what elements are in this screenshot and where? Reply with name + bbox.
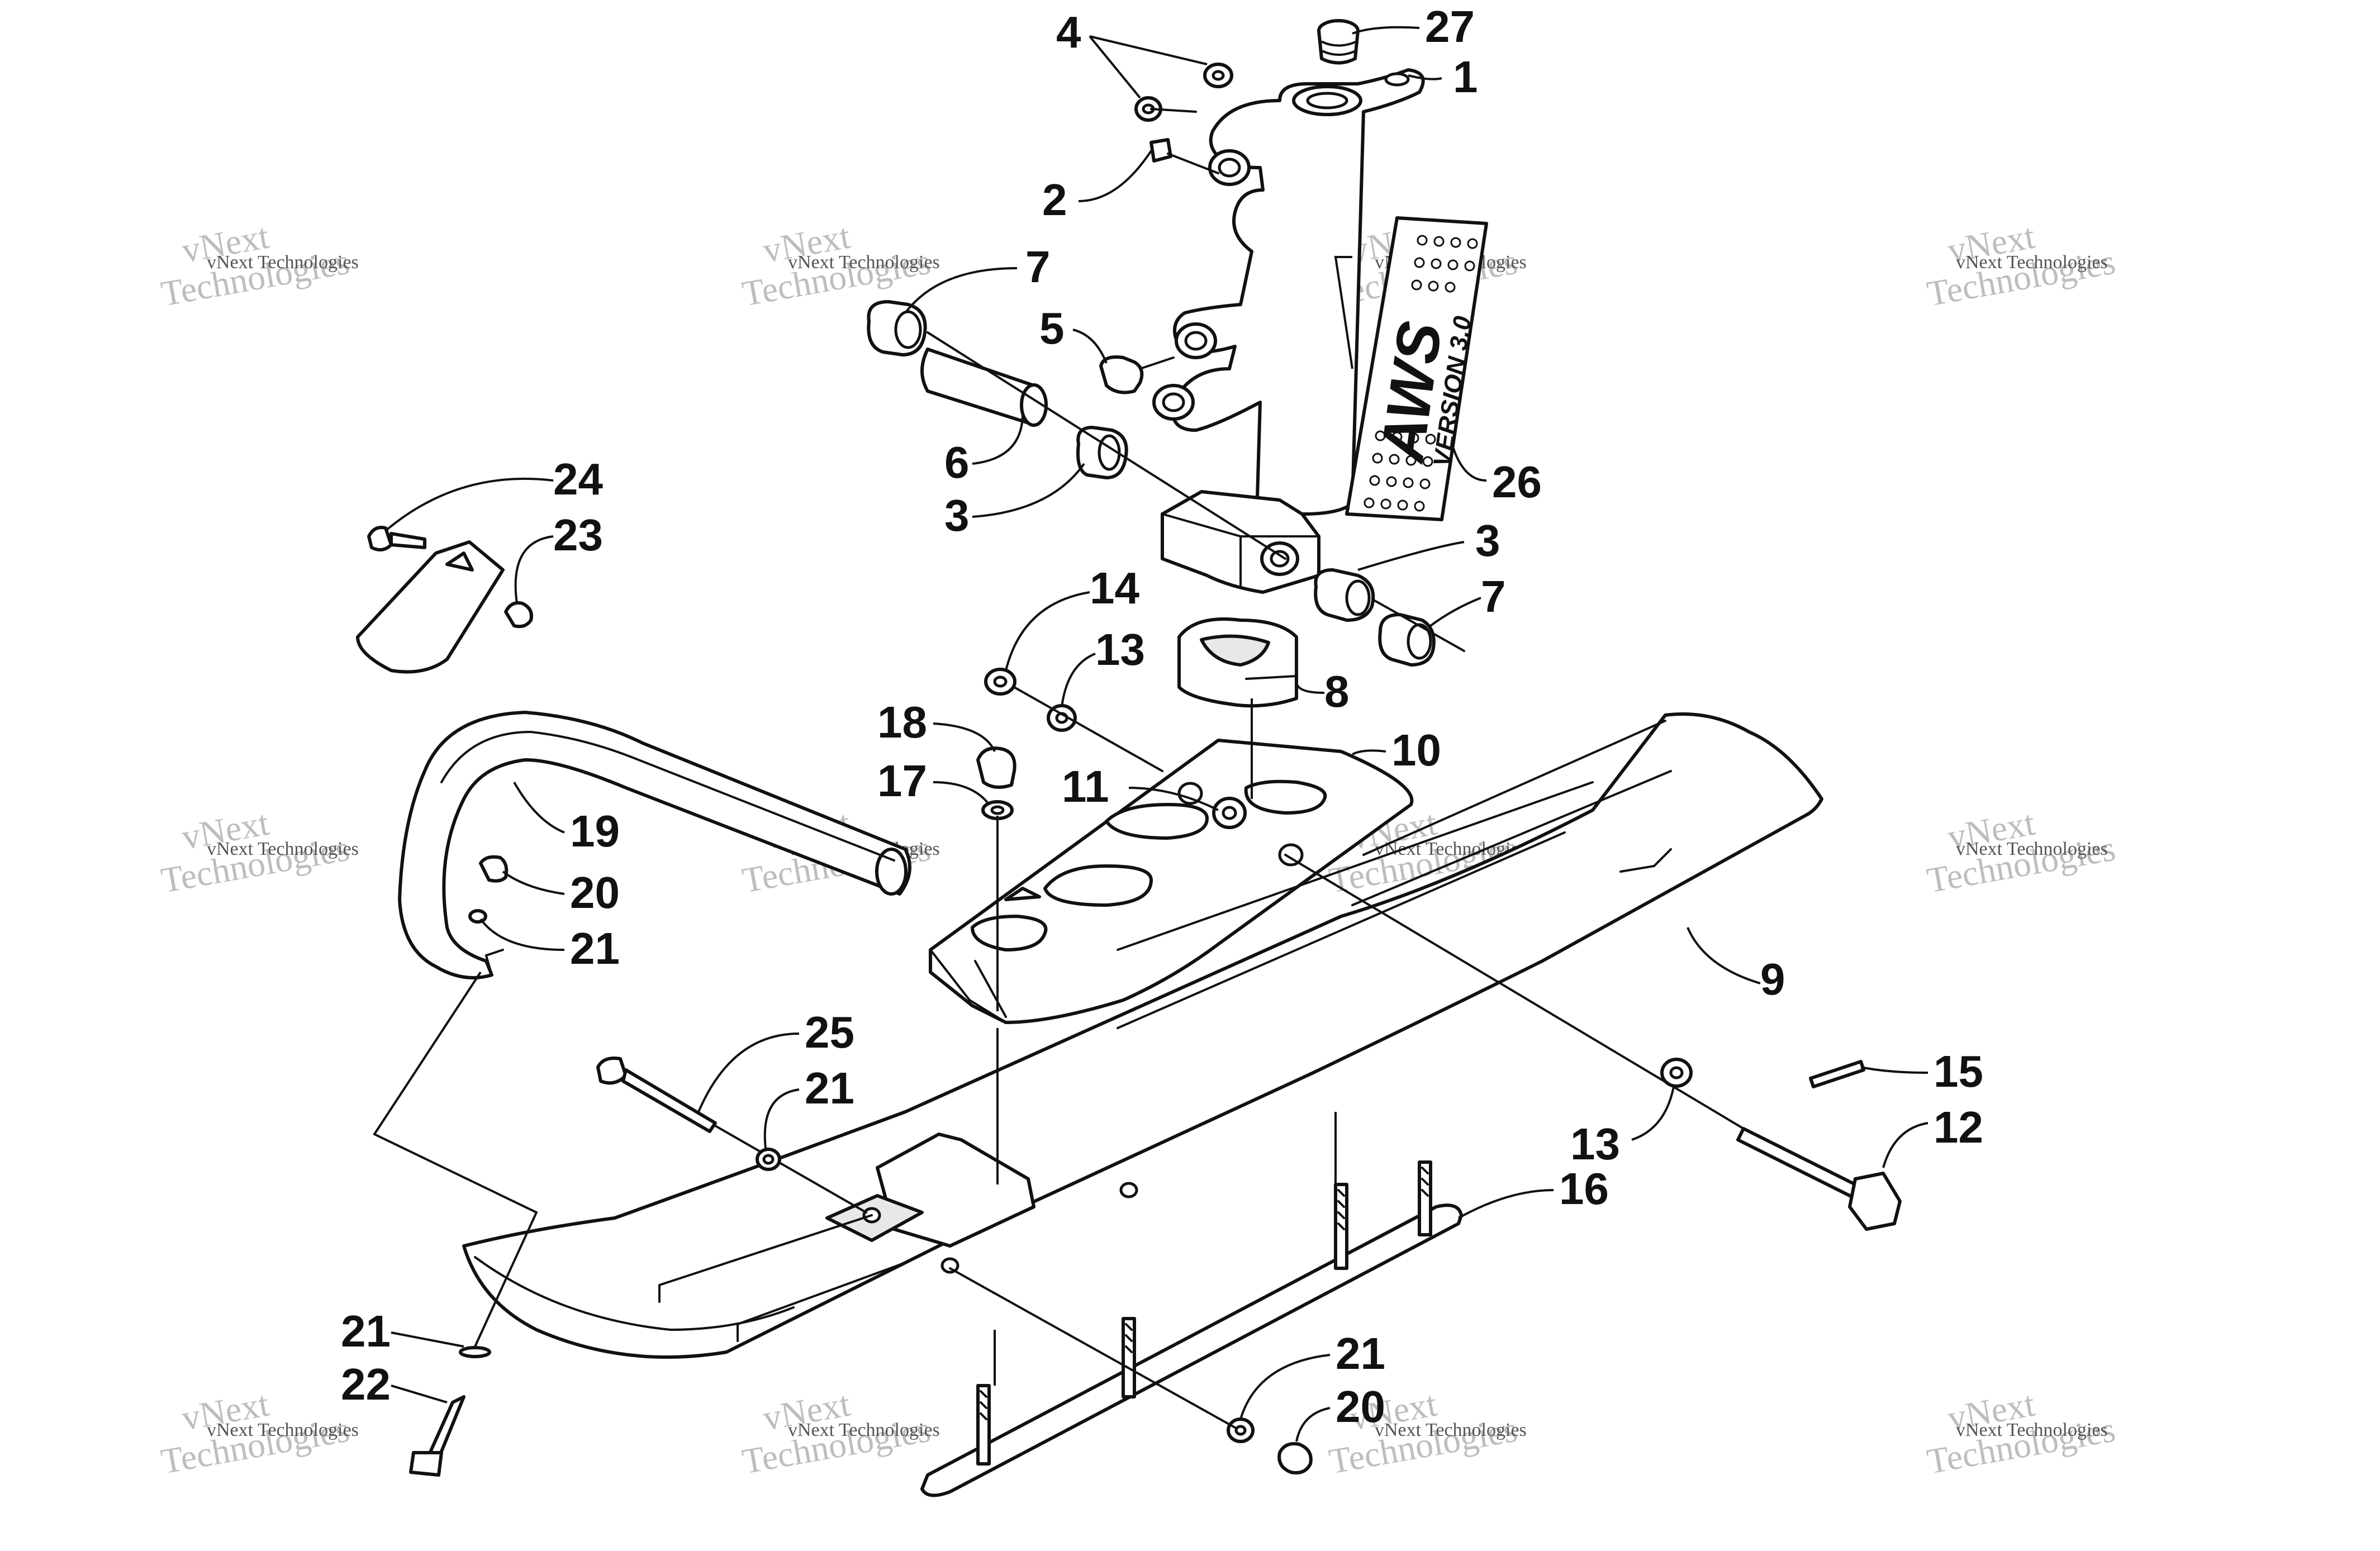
- callout-24: 23: [553, 510, 603, 560]
- axis-line-bushing: [1139, 356, 1175, 370]
- callout-7-right: 7: [1481, 572, 1506, 621]
- decal-perforations: [1364, 235, 1478, 512]
- callout-21-lowerleft: 21: [341, 1306, 391, 1356]
- callout-1: 1: [1453, 52, 1478, 102]
- part-9-ski[interactable]: [462, 712, 1823, 1359]
- part-3-bushing-right[interactable]: [1314, 568, 1375, 622]
- callout-13-upper: 13: [1095, 625, 1145, 674]
- callout-19: 19: [570, 806, 620, 856]
- callout-6: 6: [944, 437, 970, 487]
- part-21-washer-lower[interactable]: [1227, 1417, 1255, 1443]
- callout-16: 16: [1559, 1164, 1609, 1214]
- callout-14: 14: [1090, 563, 1139, 613]
- callout-4: 4: [1056, 7, 1081, 57]
- callout-25: 24: [553, 454, 603, 504]
- watermark-small: vNext Technologies: [1956, 839, 2108, 859]
- callout-3-right: 3: [1475, 516, 1500, 565]
- callout-10: 10: [1391, 725, 1441, 775]
- part-27-cap[interactable]: [1317, 19, 1360, 65]
- axis-line-lower: [949, 1267, 1236, 1429]
- part-7-bushing-upper[interactable]: [867, 300, 927, 356]
- watermark-small: vNext Technologies: [207, 252, 359, 273]
- part-10-saddle[interactable]: [929, 739, 1414, 1024]
- callout-21-lower: 21: [1336, 1329, 1385, 1378]
- callout-21-handle: 21: [570, 924, 620, 973]
- alignment-line-19: [373, 971, 538, 1347]
- part-4-washers[interactable]: [1134, 63, 1233, 122]
- part-16-wear-bar[interactable]: [920, 1160, 1463, 1497]
- callout-3-upper: 3: [944, 491, 970, 540]
- arrow-marker: [1004, 887, 1041, 901]
- callout-23: 25: [805, 1007, 854, 1057]
- part-20-nut-lower[interactable]: [1277, 1442, 1313, 1474]
- callout-18: 18: [877, 697, 927, 747]
- axis-line-14: [1013, 686, 1163, 772]
- part-7-bushing-right[interactable]: [1374, 600, 1465, 667]
- callout-7-upper: 7: [1025, 242, 1051, 292]
- part-19-loop-handle[interactable]: [398, 711, 911, 979]
- watermark-small: vNext Technologies: [207, 1420, 359, 1440]
- callout-13-lower: 13: [1570, 1119, 1620, 1169]
- watermark-small: vNext Technologies: [1956, 1420, 2108, 1440]
- callout-27: 27: [1425, 2, 1475, 51]
- part-2-grease-fitting[interactable]: [1149, 138, 1219, 174]
- part-6-sleeve[interactable]: [920, 348, 1048, 427]
- callout-2: 2: [1042, 175, 1067, 225]
- part-15-cotter-pin[interactable]: [1809, 1060, 1865, 1088]
- part-21-washer-lowerleft[interactable]: [459, 1346, 491, 1358]
- watermark-small: vNext Technologies: [1956, 252, 2108, 273]
- part-14-nut[interactable]: [984, 668, 1016, 696]
- part-20-nut-handle[interactable]: [479, 855, 509, 883]
- callout-20-handle: 20: [570, 868, 620, 917]
- callout-22: 22: [341, 1359, 391, 1409]
- axis-line-upper: [927, 331, 1286, 560]
- part-23-bolt[interactable]: [596, 1057, 867, 1214]
- watermark-small: vNext Technologies: [788, 1420, 940, 1440]
- part-21-washer-handle[interactable]: [468, 909, 487, 924]
- part-26-decal[interactable]: AWS VERSION 3.0: [1345, 216, 1488, 521]
- part-13-washer-lower[interactable]: [1660, 1058, 1693, 1088]
- part-bracket[interactable]: [356, 540, 505, 674]
- part-22-bolt[interactable]: [409, 1395, 465, 1477]
- callout-15: 15: [1934, 1046, 1983, 1096]
- part-3-bushing-upper[interactable]: [1076, 426, 1128, 479]
- callout-21-mid: 21: [805, 1063, 854, 1113]
- callout-17: 17: [877, 756, 927, 806]
- callout-9: 9: [1760, 954, 1785, 1004]
- part-25-bolt[interactable]: [367, 526, 426, 551]
- part-24-nut[interactable]: [504, 601, 533, 629]
- watermark-small: vNext Technologies: [1375, 1420, 1527, 1440]
- callout-8: 8: [1324, 667, 1350, 716]
- callout-5: 5: [1039, 303, 1065, 353]
- callout-20-lower: 20: [1336, 1382, 1385, 1431]
- part-5-bushing-small[interactable]: [1099, 355, 1144, 394]
- part-21-washer-mid[interactable]: [756, 1148, 781, 1171]
- part-1-spindle[interactable]: [1152, 68, 1425, 594]
- part-8-damper[interactable]: [1177, 617, 1298, 708]
- callout-26: 26: [1492, 457, 1542, 507]
- callout-numbers: 27 1 4 2 7 5 6 3 26 3 7 8 14 13 10 11 18…: [341, 2, 1983, 1431]
- leader-lines: [384, 26, 1928, 1442]
- watermark-small: vNext Technologies: [207, 839, 359, 859]
- callout-12: 12: [1934, 1102, 1983, 1152]
- part-18-nut[interactable]: [976, 746, 1016, 789]
- watermark-small: vNext Technologies: [788, 252, 940, 273]
- part-11-washer[interactable]: [1212, 797, 1247, 829]
- callout-11: 11: [1062, 762, 1109, 811]
